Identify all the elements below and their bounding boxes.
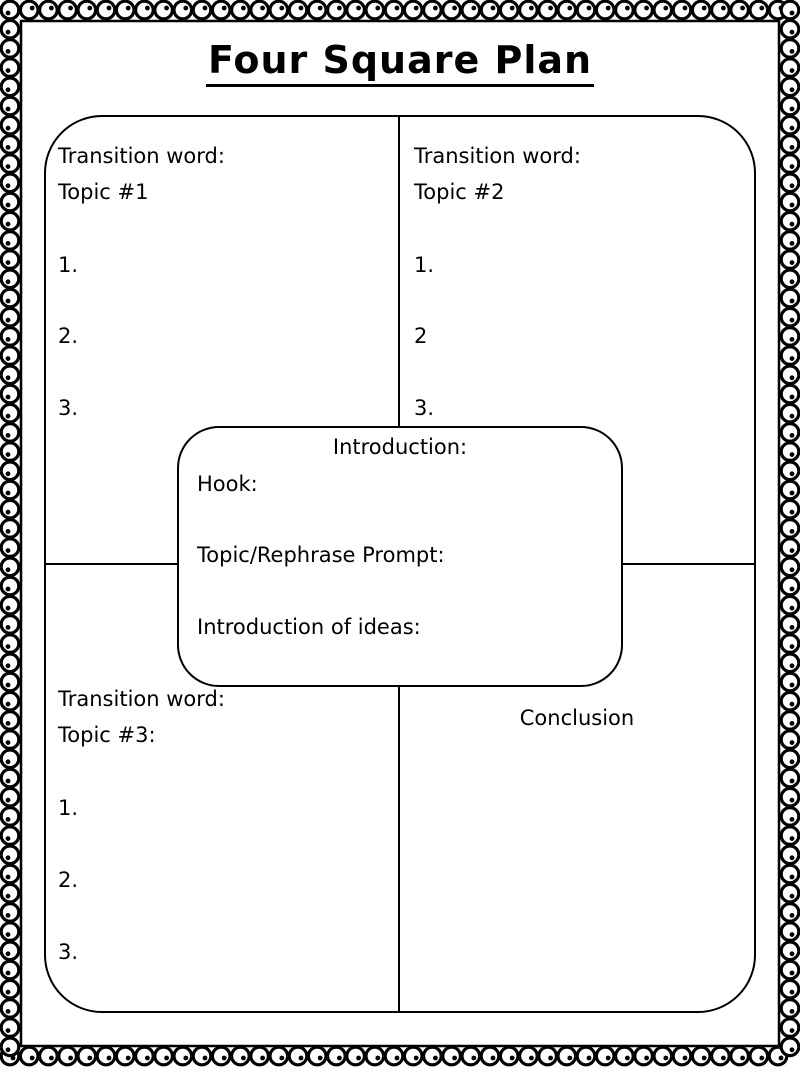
introduction-of-ideas-label: Introduction of ideas: [197, 615, 421, 639]
topic1-transition-label: Transition word: [58, 144, 225, 168]
topic2-item-1: 1. [414, 253, 435, 277]
topic-rephrase-prompt-label: Topic/Rephrase Prompt: [197, 543, 445, 567]
topic2-item-3: 3. [414, 396, 435, 420]
topic3-item-1: 1. [58, 796, 79, 820]
topic2-item-2: 2 [414, 324, 428, 348]
topic1-item-1: 1. [58, 253, 79, 277]
topic1-item-3: 3. [58, 396, 79, 420]
topic2-heading: Topic #2 [414, 180, 505, 204]
introduction-heading: Introduction: [332, 435, 468, 459]
page-title: Four Square Plan [0, 38, 800, 87]
hook-label: Hook: [197, 472, 258, 496]
topic1-item-2: 2. [58, 324, 79, 348]
topic3-heading: Topic #3: [58, 723, 156, 747]
topic3-transition-label: Transition word: [58, 687, 225, 711]
topic1-heading: Topic #1 [58, 180, 149, 204]
topic3-item-3: 3. [58, 940, 79, 964]
introduction-box [177, 426, 623, 687]
topic3-item-2: 2. [58, 868, 79, 892]
topic2-transition-label: Transition word: [414, 144, 581, 168]
conclusion-label: Conclusion [519, 706, 635, 730]
